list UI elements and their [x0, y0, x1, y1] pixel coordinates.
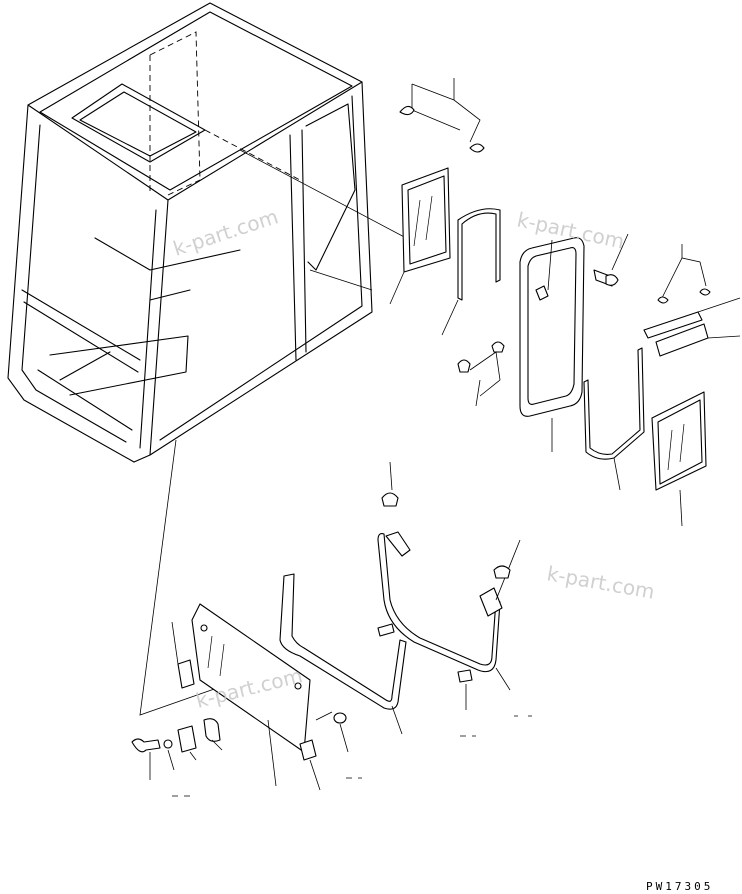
right-side-glass: [651, 391, 707, 527]
u-seal-strip-right: [583, 347, 645, 491]
leader-ticks: [172, 715, 532, 797]
lower-glass-panel: [191, 603, 311, 787]
upper-side-glass: [389, 167, 451, 305]
watermark-1: k-part.com: [170, 204, 281, 260]
u-seal-strip-lower: [279, 573, 407, 735]
u-seal-strip-upper: [441, 208, 501, 336]
lower-fasteners: [131, 621, 349, 791]
cab-frame: [7, 2, 411, 716]
clip-pair-middle: [457, 341, 505, 407]
right-rails: [643, 244, 741, 357]
sliding-window-frame: [519, 237, 585, 452]
door-latch-top: [381, 461, 399, 507]
bolt-upper-right: [593, 233, 629, 287]
lower-sliding-frame: [377, 531, 521, 691]
watermark-3: k-part.com: [545, 561, 656, 604]
small-pads: [377, 623, 473, 710]
drawing-code: PW17305: [646, 880, 713, 893]
upper-clip-group: [399, 78, 485, 153]
